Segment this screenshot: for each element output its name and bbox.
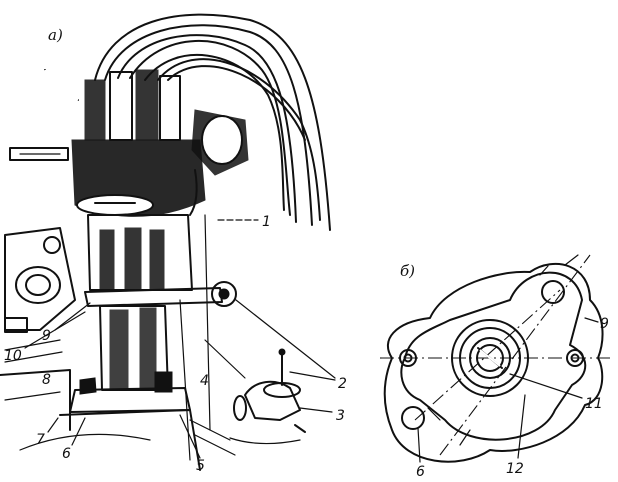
callout-5: 5	[196, 458, 205, 474]
callout-11: 11	[585, 396, 603, 412]
callout-2: 2	[338, 376, 347, 392]
callout-4: 4	[200, 373, 209, 389]
callout-9b: 9	[600, 316, 609, 332]
callout-9a: 9	[42, 328, 51, 344]
callout-12: 12	[506, 461, 524, 477]
panel-a-drawing	[0, 13, 336, 471]
callout-6: 6	[62, 446, 71, 462]
callout-1: 1	[262, 214, 271, 230]
octane-corrector-detail	[229, 348, 306, 445]
panel-b-drawing	[380, 254, 612, 463]
callout-8: 8	[42, 372, 51, 388]
callout-6b: 6	[416, 464, 425, 480]
callout-7: 7	[36, 432, 45, 448]
panel-b-label: б)	[400, 262, 415, 280]
callout-3: 3	[336, 408, 345, 424]
panel-a-label: а)	[48, 26, 63, 44]
callout-10: 10	[4, 348, 22, 364]
